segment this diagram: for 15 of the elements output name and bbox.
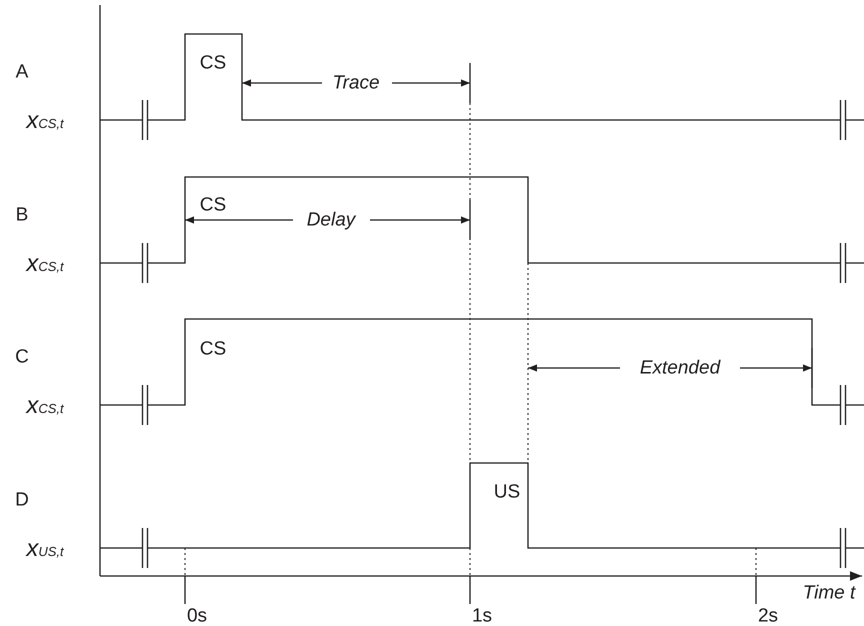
pulse-label: CS	[200, 340, 226, 358]
tick-label: 0s	[186, 606, 208, 626]
row-letter: B	[16, 206, 28, 224]
axis-title: Time t	[802, 584, 856, 602]
interval-label: Extended	[640, 358, 720, 378]
row-letter: D	[15, 490, 29, 510]
pulse-label: US	[494, 482, 520, 502]
pulse-label: CS	[200, 196, 226, 214]
interval-label: Delay	[306, 210, 356, 230]
tick-label: 1s	[472, 606, 492, 626]
interval-label: Trace	[332, 74, 380, 92]
tick-label: 2s	[758, 606, 778, 626]
pulse-label: CS	[200, 54, 226, 72]
row-letter: C	[15, 348, 29, 366]
row-letter: A	[16, 62, 28, 82]
